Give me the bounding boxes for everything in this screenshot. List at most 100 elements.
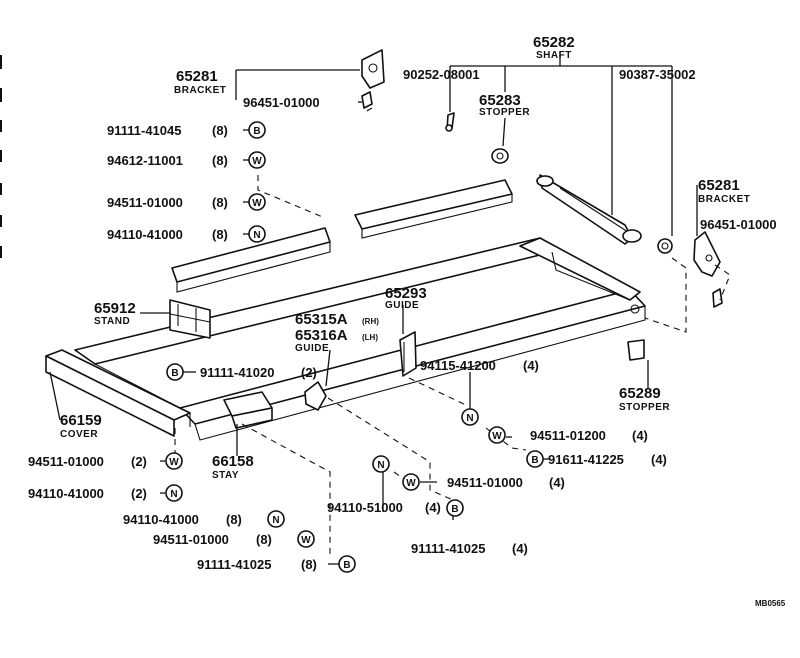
svg-text:N: N xyxy=(272,515,279,526)
qty: (8) xyxy=(301,557,317,572)
svg-text:W: W xyxy=(492,431,502,442)
qty: (8) xyxy=(212,123,228,138)
washer-symbol: W xyxy=(165,452,183,470)
qty: (4) xyxy=(512,541,528,556)
qty: (8) xyxy=(226,512,242,527)
stopper-65283-part xyxy=(491,148,673,254)
guide-top-number: 65293 xyxy=(385,285,427,302)
washer-symbol: W xyxy=(297,530,315,548)
qty: (4) xyxy=(549,475,565,490)
nut-94110-41000-8: 94110-41000 xyxy=(123,512,199,527)
bracket-right-number: 65281 xyxy=(698,177,740,194)
bracket-right-part xyxy=(693,231,723,308)
bolt-91111-41025-4: 91111-41025 xyxy=(411,541,485,556)
shaft-name: SHAFT xyxy=(536,50,572,61)
qty: (4) xyxy=(425,500,441,515)
svg-text:B: B xyxy=(531,455,538,466)
svg-text:W: W xyxy=(169,457,179,468)
hardware-symbols: B W W N B W N N W B N W B N W B xyxy=(165,121,544,573)
nut-symbol: N xyxy=(461,408,479,426)
bolt-91111-41020: 91111-41020 xyxy=(200,365,274,380)
bracket-left-part xyxy=(361,49,385,109)
qty: (4) xyxy=(651,452,667,467)
qty: (8) xyxy=(212,227,228,242)
nut-symbol: N xyxy=(248,225,266,243)
stay-part xyxy=(223,391,273,429)
nut-94110-51000: 94110-51000 xyxy=(327,500,403,515)
frame-assembly xyxy=(45,179,646,441)
stopper-bottom-name: STOPPER xyxy=(619,402,670,413)
svg-text:W: W xyxy=(252,156,262,167)
svg-text:W: W xyxy=(406,478,416,489)
qty: (2) xyxy=(131,486,147,501)
washer-symbol: W xyxy=(402,473,420,491)
bolt-symbol: B xyxy=(338,555,356,573)
figure-code: MB0565 xyxy=(755,599,786,608)
svg-text:B: B xyxy=(253,126,260,137)
qty: (8) xyxy=(212,195,228,210)
stand-name: STAND xyxy=(94,316,130,327)
svg-text:N: N xyxy=(170,489,177,500)
edge-marks xyxy=(0,55,2,258)
bracket-right-name: BRACKET xyxy=(698,194,750,205)
leader-lines xyxy=(49,52,698,565)
svg-text:N: N xyxy=(253,230,260,241)
shaft-number: 65282 xyxy=(533,34,575,51)
stand-number: 65912 xyxy=(94,300,136,317)
stand-part xyxy=(169,299,211,339)
washer-symbol: W xyxy=(488,426,506,444)
qty: (8) xyxy=(212,153,228,168)
stopper-65289-part xyxy=(627,339,645,361)
svg-text:W: W xyxy=(252,198,262,209)
washer-94511-01000-8: 94511-01000 xyxy=(153,532,229,547)
qty: (8) xyxy=(256,532,272,547)
washer-94511-01200: 94511-01200 xyxy=(530,428,606,443)
bolt-symbol: B xyxy=(248,121,266,139)
washer-symbol: W xyxy=(248,193,266,211)
guide-rh-tag: (RH) xyxy=(362,317,379,326)
washer-94511-01000-4: 94511-01000 xyxy=(447,475,523,490)
guide-top-name: GUIDE xyxy=(385,300,419,311)
stopper-top-name: STOPPER xyxy=(479,107,530,118)
guide-lh-number: 65316A xyxy=(295,327,348,344)
stopper-bottom-number: 65289 xyxy=(619,385,661,402)
nut-symbol: N xyxy=(165,484,183,502)
callout-labels: 65282 SHAFT 90252-08001 90387-35002 6528… xyxy=(28,34,786,608)
pin-number: 90252-08001 xyxy=(403,67,480,82)
washer-94511-01000: 94511-01000 xyxy=(107,195,183,210)
nut-94115-41200: 94115-41200 xyxy=(420,358,496,373)
qty: (4) xyxy=(523,358,539,373)
bolt-91611-41225: 91611-41225 xyxy=(548,452,624,467)
cover-name: COVER xyxy=(60,429,98,440)
qty: (2) xyxy=(131,454,147,469)
stopper-top-number: 65283 xyxy=(479,92,521,109)
svg-text:B: B xyxy=(171,368,178,379)
svg-text:B: B xyxy=(343,560,350,571)
shaft-part-number: 90387-35002 xyxy=(619,67,696,82)
nut-symbol: N xyxy=(372,455,390,473)
nut-94110-41000: 94110-41000 xyxy=(107,227,183,242)
guide-rh-lh-part xyxy=(304,381,327,411)
washer-94612-11001: 94612-11001 xyxy=(107,153,183,168)
bracket-left-name: BRACKET xyxy=(174,85,226,96)
bolt-symbol: B xyxy=(446,499,464,517)
guide-65293-part xyxy=(399,331,417,377)
nut-94110-41000-2: 94110-41000 xyxy=(28,486,104,501)
svg-text:N: N xyxy=(377,460,384,471)
qty: (2) xyxy=(301,365,317,380)
guide-rh-number: 65315A xyxy=(295,311,348,328)
svg-text:B: B xyxy=(451,504,458,515)
stay-name: STAY xyxy=(212,470,239,481)
bolt-symbol: B xyxy=(526,450,544,468)
pin-part xyxy=(445,112,455,132)
washer-symbol: W xyxy=(248,151,266,169)
washer-94511-01000-2: 94511-01000 xyxy=(28,454,104,469)
bracket-left-sub: 96451-01000 xyxy=(243,95,320,110)
bolt-91111-41045: 91111-41045 xyxy=(107,123,181,138)
bolt-symbol: B xyxy=(166,363,184,381)
svg-text:W: W xyxy=(301,535,311,546)
bracket-left-number: 65281 xyxy=(176,68,218,85)
stay-number: 66158 xyxy=(212,453,254,470)
svg-text:N: N xyxy=(466,413,473,424)
